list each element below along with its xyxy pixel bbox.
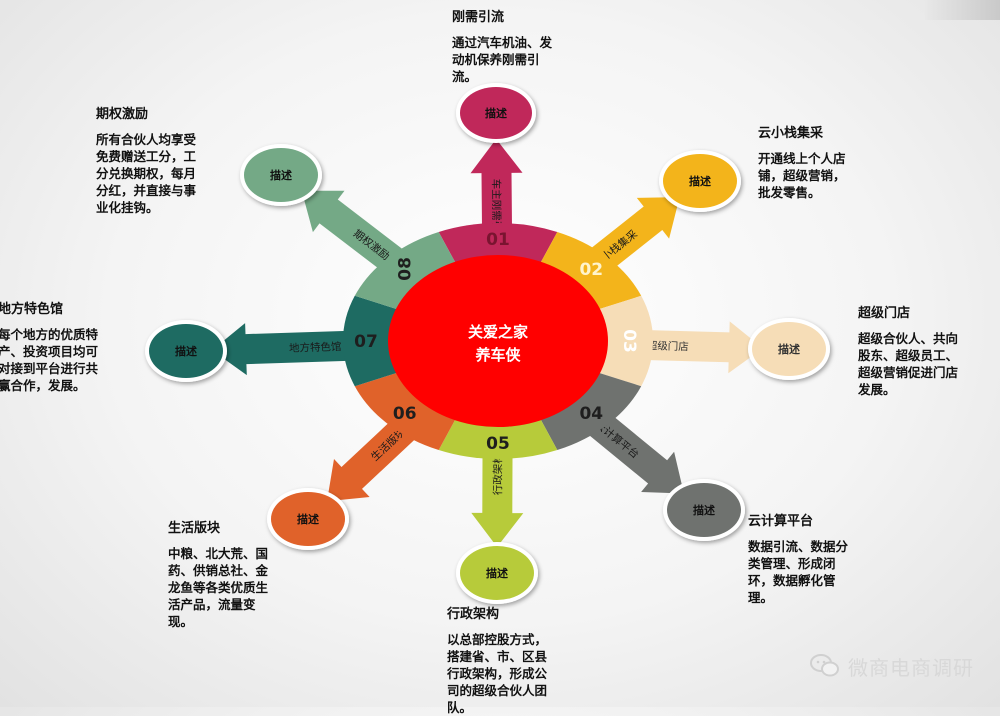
desc-line: 产、投资项目均可 (0, 344, 99, 359)
desc-line: 业化挂钩。 (96, 200, 159, 215)
desc-line: 活产品，流量变 (168, 597, 256, 612)
desc-line: 中粮、北大荒、国 (168, 546, 269, 561)
desc-line: 超级合伙人、共向 (858, 331, 959, 346)
corner-decoration (925, 0, 1000, 20)
node-05: 描述 (456, 542, 538, 604)
desc-line: 数据引流、数据分 (748, 539, 849, 554)
desc-line: 对接到平台进行共 (0, 361, 99, 376)
section-title-01: 刚需引流 (452, 10, 505, 25)
node-06: 描述 (267, 488, 349, 550)
desc-line: 超级营销促进门店 (858, 365, 959, 380)
node-08: 描述 (240, 144, 322, 206)
desc-line: 铺，超级营销， (758, 168, 846, 183)
section-desc-05: 以总部控股方式， 搭建省、市、区县行政架构，形成公司的超级合伙人团队。 (447, 631, 547, 716)
center-title-line2: 养车侠 (474, 346, 521, 364)
section-title-06: 生活版块 (168, 521, 221, 536)
node-label-04: 描述 (693, 503, 715, 517)
desc-line: 分红，并直接与事 (96, 183, 197, 198)
ring-number-06: 06 (393, 404, 417, 424)
node-label-03: 描述 (778, 342, 800, 356)
section-title-02: 云小栈集采 (758, 126, 824, 141)
ring-number-01: 01 (486, 230, 510, 250)
watermark: 微商电商调研 (810, 651, 974, 681)
desc-line: 通过汽车机油、发 (452, 35, 553, 50)
node-label-08: 描述 (270, 168, 292, 182)
desc-line: 分兑换期权，每月 (96, 166, 197, 181)
desc-line: 发展。 (858, 382, 896, 397)
node-02: 描述 (659, 150, 741, 212)
desc-line: 龙鱼等各类优质生 (168, 580, 269, 595)
section-desc-06: 中粮、北大荒、国药、供销总社、金龙鱼等各类优质生活产品，流量变现。 (168, 545, 268, 630)
desc-line: 司的超级合伙人团 (447, 683, 548, 698)
desc-line: 行政架构，形成公 (447, 666, 548, 681)
ring-number-08: 08 (396, 257, 416, 281)
ring-number-07: 07 (354, 332, 378, 352)
node-label-05: 描述 (486, 566, 508, 580)
node-label-07: 描述 (175, 344, 197, 358)
watermark-text: 微商电商调研 (848, 655, 974, 680)
node-04: 描述 (663, 479, 745, 541)
desc-line: 队。 (447, 700, 473, 715)
arrow-label-03: 超级门店 (647, 339, 689, 353)
section-desc-03: 超级合伙人、共向股东、超级员工、超级营销促进门店发展。 (858, 330, 958, 398)
section-desc-07: 每个地方的优质特产、投资项目均可对接到平台进行共赢合作，发展。 (0, 326, 98, 394)
node-03: 描述 (748, 318, 830, 380)
desc-line: 类管理、形成闭 (748, 556, 836, 571)
node-label-06: 描述 (297, 512, 319, 526)
desc-line: 药、供销总社、金 (168, 563, 269, 578)
node-label-01: 描述 (485, 106, 507, 120)
desc-line: 搭建省、市、区县 (447, 649, 548, 664)
desc-line: 所有合伙人均享受 (96, 132, 197, 147)
section-desc-08: 所有合伙人均享受免费赠送工分，工分兑换期权，每月分红，并直接与事业化挂钩。 (96, 131, 196, 216)
ring-number-05: 05 (486, 434, 510, 454)
ring-number-02: 02 (579, 260, 603, 280)
section-title-03: 超级门店 (858, 306, 911, 321)
desc-line: 动机保养刚需引 (452, 52, 540, 67)
section-title-04: 云计算平台 (748, 514, 814, 529)
ring-number-03: 03 (619, 329, 639, 353)
desc-line: 每个地方的优质特 (0, 327, 99, 342)
desc-line: 理。 (748, 590, 774, 605)
desc-line: 免费赠送工分，工 (96, 149, 197, 164)
desc-line: 现。 (168, 614, 194, 629)
desc-line: 环，数据孵化管 (748, 573, 836, 588)
center-hub (388, 255, 608, 427)
arrow-label-07: 地方特色馆 (289, 340, 342, 355)
section-desc-02: 开通线上个人店铺，超级营销， 批发零售。 (758, 150, 846, 201)
section-title-05: 行政架构 (447, 607, 500, 622)
center-title-line1: 关爱之家 (468, 323, 528, 341)
desc-line: 股东、超级员工、 (858, 348, 959, 363)
arrow-label-05: 行政架构 (491, 453, 504, 495)
desc-line: 流。 (452, 69, 478, 84)
node-07: 描述 (145, 320, 227, 382)
section-desc-01: 通过汽车机油、发动机保养刚需引流。 (452, 34, 552, 85)
node-label-02: 描述 (689, 174, 711, 188)
section-desc-04: 数据引流、数据分类管理、形成闭环，数据孵化管理。 (748, 538, 848, 606)
desc-line: 开通线上个人店 (758, 151, 846, 166)
desc-line: 以总部控股方式， (447, 632, 548, 647)
section-title-08: 期权激励 (96, 107, 149, 122)
desc-line: 赢合作，发展。 (0, 378, 86, 393)
ring-number-04: 04 (579, 404, 603, 424)
node-01: 描述 (456, 83, 536, 143)
chat-icon (810, 654, 839, 677)
desc-line: 批发零售。 (758, 185, 821, 200)
section-title-07: 地方特色馆 (0, 302, 64, 317)
